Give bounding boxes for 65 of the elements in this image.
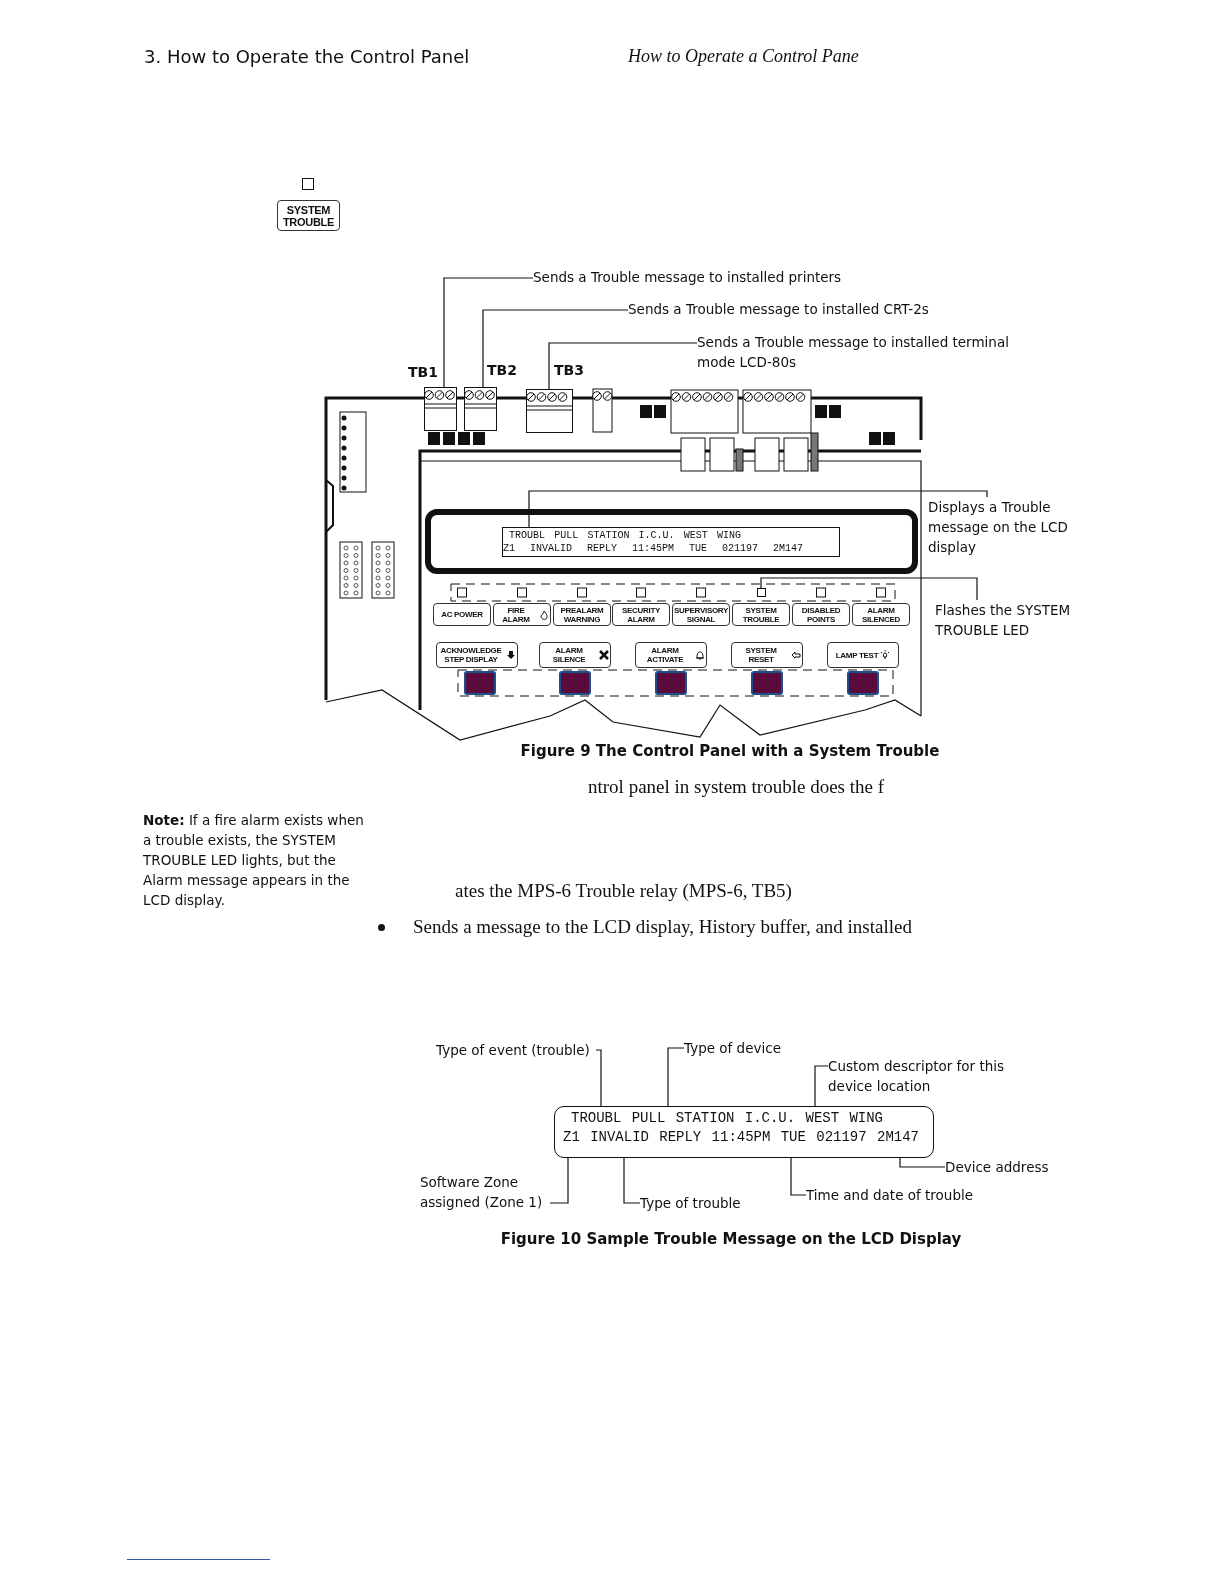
key-label: SYSTEM RESET [744,646,778,664]
key-cap [539,642,611,668]
leader-line [548,342,698,390]
callout-text: Software Zone assigned (Zone 1) [420,1172,550,1212]
leader-line [899,1157,946,1168]
leader-line [623,1157,641,1204]
key-label: ALARM SILENCE [551,646,587,664]
led-indicator [756,588,766,597]
key-cap [635,642,707,668]
terminal-block [464,387,497,431]
callout-text: Displays a Trouble message on the LCD display [928,497,1078,559]
key-cap: ALARM SILENCED [852,603,910,626]
key-cap [827,642,899,668]
callout-text: Sends a Trouble message to installed CRT-2s [628,299,958,321]
key-cap: SYSTEM TROUBLE [732,603,790,626]
figure-caption: Figure 9 The Control Panel with a System Trouble [519,742,941,762]
callout-text: Flashes the SYSTEM TROUBLE LED [935,600,1075,642]
key-cap: SUPERVISORY SIGNAL [672,603,730,626]
callout-text: Device address [945,1157,1055,1177]
key-cap: SECURITY ALARM [612,603,670,626]
leader-line [482,309,629,388]
key-label: ALARM ACTIVATE [645,646,685,664]
key-cap [493,603,551,626]
terminal-block [424,387,457,431]
key-cap: DISABLED POINTS [792,603,850,626]
terminal-block [526,389,573,433]
leader-line [549,1157,569,1204]
key-cap: AC POWER [433,603,491,626]
lcd-display [502,527,840,557]
leader-line [790,1157,807,1196]
display-line: TROUBL PULL STATION I.C.U. WEST WING [509,530,741,541]
key-cap [731,642,803,668]
leader-line [814,1065,829,1107]
note-text: Note: If a fire alarm exists when a trouble exists, the SYSTEM TROUBLE LED lights, but the Alarm message appears in the LCD display. [143,811,365,910]
leader-line [760,577,978,601]
display-line: Z1 INVALID REPLY 11:45PM TUE 021197 2M147 [503,543,803,554]
page-header: 3. How to Operate the Control Panel [144,46,471,69]
display-line: TROUBL PULL STATION I.C.U. WEST WING [571,1110,883,1126]
body-text: ates the MPS-6 Trouble relay (MPS-6, TB5) [455,880,793,903]
page-header: How to Operate a Control Pane [628,46,860,68]
leader-line [528,490,988,528]
lcd-display [554,1106,934,1158]
body-text: ntrol panel in system trouble does the f [588,776,886,799]
callout-text: Type of trouble [640,1193,760,1213]
terminal-label: TB1 [408,364,438,380]
display-line: Z1 INVALID REPLY 11:45PM TUE 021197 2M147 [563,1129,919,1145]
leader-line [667,1047,685,1107]
leader-line [595,1049,602,1107]
terminal-label: TB2 [487,362,517,378]
callout-text: Type of event (trouble) [436,1040,596,1060]
callout-text: Custom descriptor for this device location [828,1056,1018,1096]
figure-caption: Figure 10 Sample Trouble Message on the LCD Display [499,1230,963,1250]
callout-text: Time and date of trouble [806,1185,996,1205]
terminal-label: TB3 [554,362,584,378]
callout-text: Sends a Trouble message to installed terminal mode LCD-80s [697,332,1027,374]
key-label: FIRE ALARM [501,605,531,624]
key-cap [436,642,518,668]
callout-text: Sends a Trouble message to installed printers [533,267,863,289]
key-cap: PREALARM WARNING [553,603,611,626]
leader-line [443,277,534,388]
key-label: LAMP TEST [835,650,879,660]
bullet-text: Sends a message to the LCD display, History buffer, and installed [413,916,913,939]
key-label: ACKNOWLEDGE STEP DISPLAY [439,646,503,664]
key-cap: SYSTEM TROUBLE [277,200,340,231]
callout-text: Type of device [684,1038,794,1058]
